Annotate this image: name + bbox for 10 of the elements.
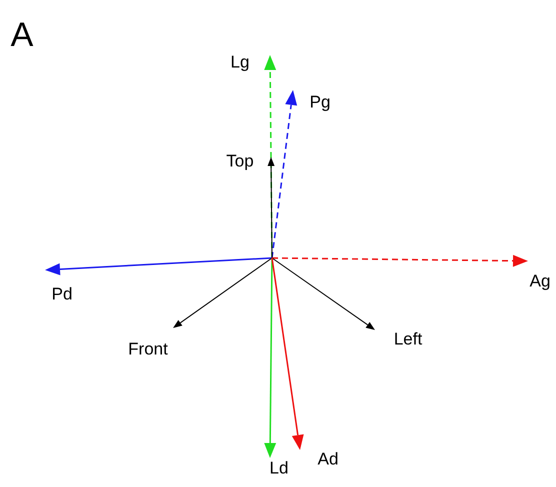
vector-label: Top [226,152,254,170]
vector-label: Ld [270,460,288,476]
vector-label: Pd [52,286,72,302]
vector-label: Pg [310,94,330,110]
vector-label: Ad [318,450,338,468]
vector-label: Lg [230,54,250,70]
vector-label: Ag [530,272,550,290]
vector-label: Front [128,340,168,358]
panel-letter: A [10,18,34,52]
vector-label: Left [394,330,422,348]
